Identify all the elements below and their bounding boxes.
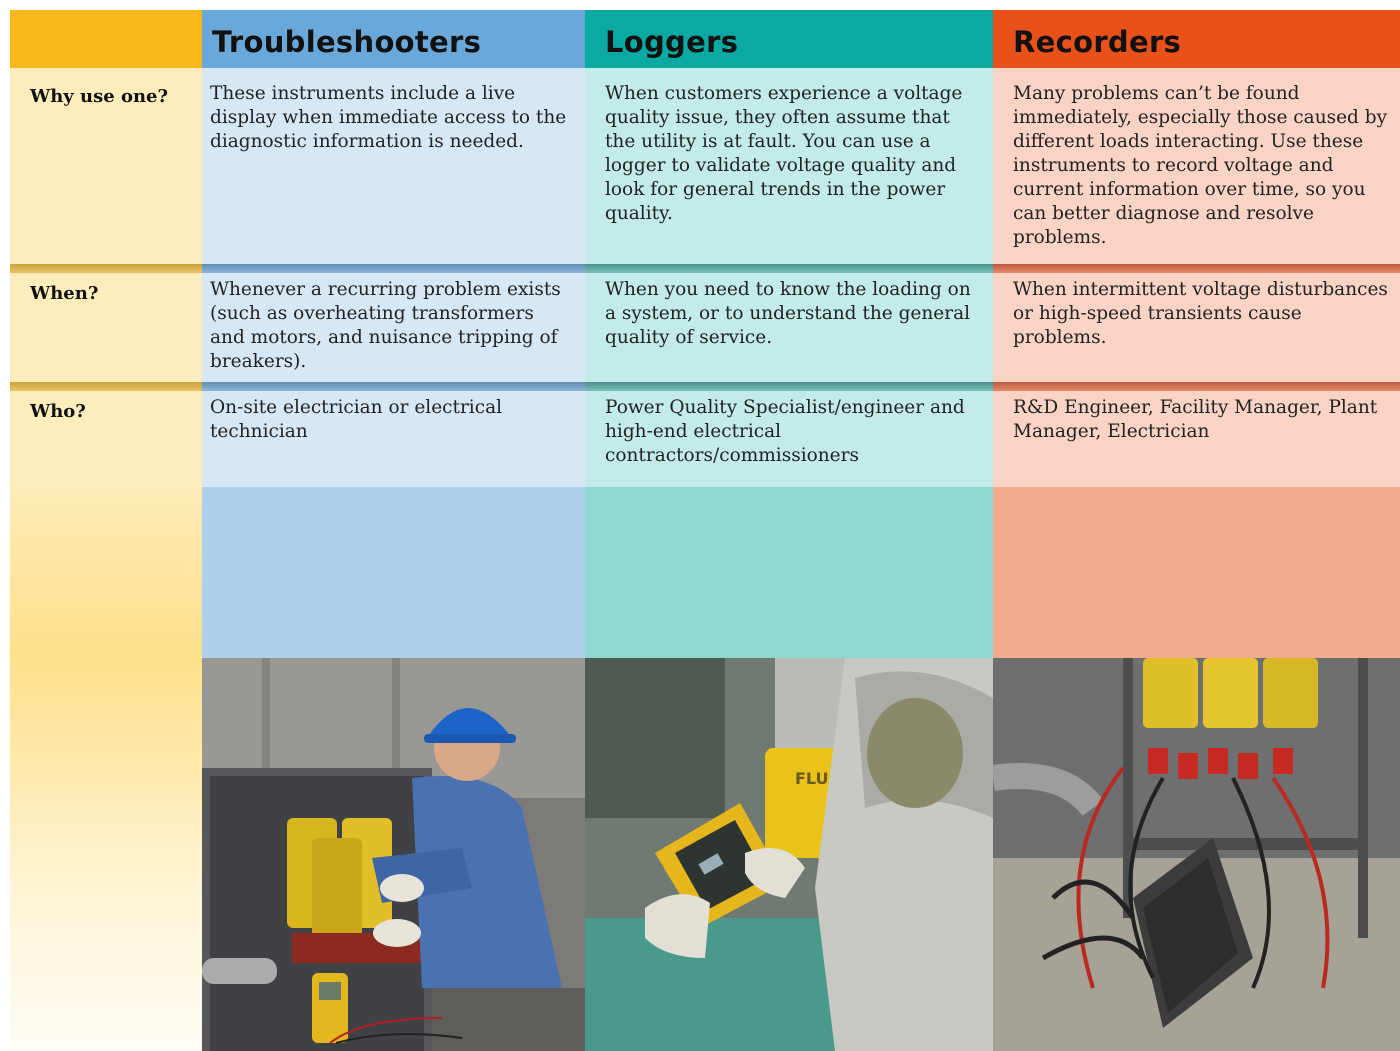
row-separator — [10, 264, 202, 273]
troubleshooters-why-cell: These instruments include a live display… — [202, 68, 585, 264]
troubleshooters-when-cell: Whenever a recurring problem exists (suc… — [202, 273, 585, 382]
recorders-header: Recorders — [993, 10, 1400, 68]
row-separator — [10, 382, 202, 391]
recorders-why-cell: Many problems can’t be found immediately… — [993, 68, 1400, 264]
recorders-when-cell: When intermittent voltage disturbances o… — [993, 273, 1400, 382]
row-separator — [585, 382, 993, 391]
row-label-who: Who? — [10, 391, 202, 487]
row-separator — [202, 264, 585, 273]
label-column-header — [10, 10, 202, 68]
row-label-when: When? — [10, 273, 202, 382]
loggers-when-cell: When you need to know the loading on a s… — [585, 273, 993, 382]
loggers-header: Loggers — [585, 10, 993, 68]
troubleshooters-who-cell: On-site electrician or electrical techni… — [202, 391, 585, 487]
logger-photo: FLUKE — [585, 658, 993, 1051]
loggers-who-cell: Power Quality Specialist/engineer and hi… — [585, 391, 993, 487]
row-separator — [202, 382, 585, 391]
row-separator — [993, 264, 1400, 273]
row-separator — [993, 382, 1400, 391]
row-label-why: Why use one? — [10, 68, 202, 264]
loggers-why-cell: When customers experience a voltage qual… — [585, 68, 993, 264]
recorders-who-cell: R&D Engineer, Facility Manager, Plant Ma… — [993, 391, 1400, 487]
troubleshooter-photo — [202, 658, 585, 1051]
troubleshooters-header: Troubleshooters — [202, 10, 585, 68]
row-separator — [585, 264, 993, 273]
recorder-photo — [993, 658, 1400, 1051]
